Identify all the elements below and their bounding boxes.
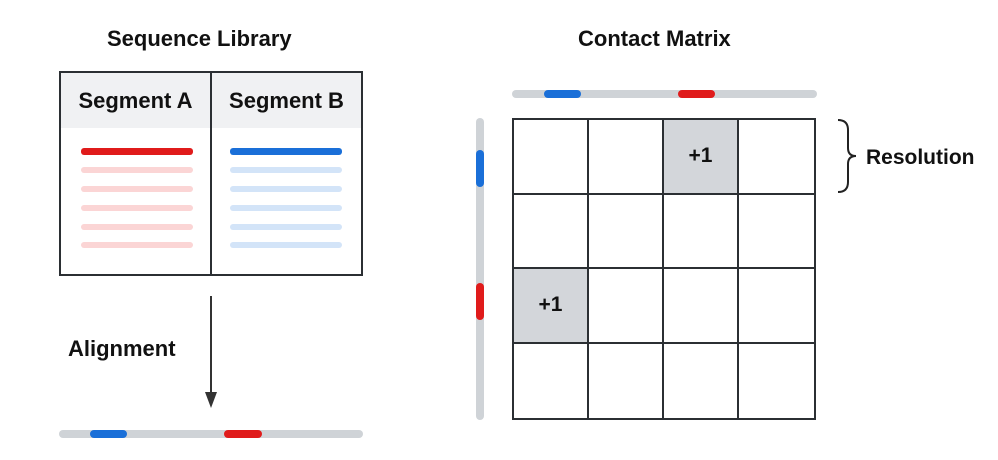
resolution-label: Resolution [866, 146, 975, 169]
segment-b-line [230, 167, 342, 173]
segment-a-line [81, 186, 193, 192]
segment-a-line [81, 242, 193, 248]
segment-b-header: Segment B [212, 73, 361, 128]
segment-a-line [81, 205, 193, 211]
top-track-segment-a-mark [678, 90, 715, 98]
contact-matrix: +1 +1 [512, 118, 816, 420]
resolution-brace [837, 119, 857, 193]
matrix-cell [514, 194, 589, 269]
matrix-cell [664, 269, 739, 344]
segment-b-line [230, 186, 342, 192]
aligned-track [59, 430, 363, 438]
matrix-cell [589, 120, 664, 195]
alignment-arrow [205, 296, 217, 408]
matrix-cell [664, 343, 739, 418]
matrix-cell [514, 120, 589, 195]
library-title: Sequence Library [107, 26, 292, 51]
segment-a-header: Segment A [61, 73, 210, 128]
matrix-cell [514, 343, 589, 418]
matrix-left-track [476, 118, 484, 420]
left-track-segment-a-mark [476, 283, 484, 320]
sequence-library: Segment A Segment B [59, 71, 363, 276]
segment-a-column: Segment A [61, 73, 210, 274]
left-track-segment-b-mark [476, 150, 484, 187]
matrix-cell [589, 343, 664, 418]
top-track-segment-b-mark [544, 90, 581, 98]
matrix-cell [664, 194, 739, 269]
matrix-top-track [512, 90, 817, 98]
matrix-cell [739, 269, 814, 344]
matrix-cell-hit: +1 [664, 120, 739, 195]
segment-a-line [81, 224, 193, 230]
matrix-cell [739, 195, 814, 269]
aligned-segment-b-mark [90, 430, 127, 438]
matrix-cell [589, 269, 664, 344]
segment-b-line [230, 205, 342, 211]
segment-a-line [81, 167, 193, 173]
alignment-label: Alignment [68, 336, 176, 361]
matrix-title: Contact Matrix [578, 26, 731, 51]
matrix-cell [589, 194, 664, 269]
matrix-cell [739, 344, 814, 419]
aligned-segment-a-mark [224, 430, 262, 438]
matrix-cell-hit: +1 [514, 269, 589, 344]
segment-b-main-line [230, 148, 342, 155]
segment-b-column: Segment B [210, 73, 361, 274]
segment-b-line [230, 224, 342, 230]
segment-b-line [230, 242, 342, 248]
segment-a-main-line [81, 148, 193, 155]
matrix-cell [739, 120, 814, 195]
